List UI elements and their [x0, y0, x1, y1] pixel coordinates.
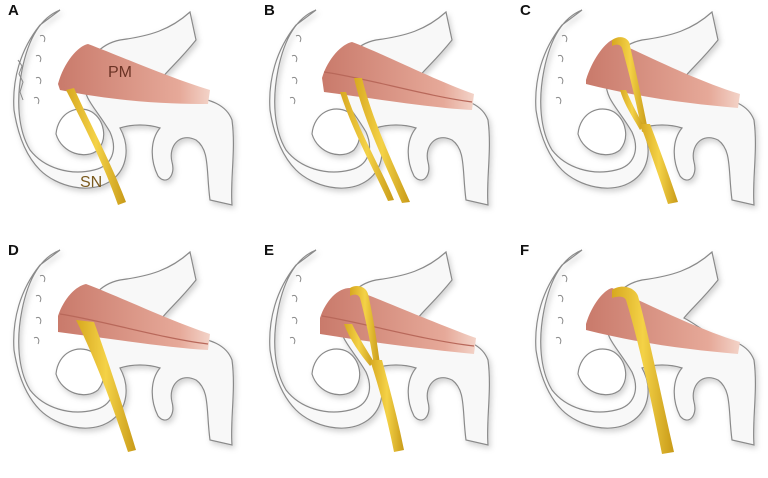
sciatic-nerve: [612, 286, 674, 454]
sacral-foramina: [17, 35, 46, 105]
pelvis-illustration-e: [269, 249, 490, 452]
bone-outline: [269, 249, 490, 446]
panel-label-a: A: [8, 2, 19, 19]
muscle-split-line: [323, 71, 473, 103]
muscle-label-pm: PM: [108, 64, 132, 81]
bone-outline: [535, 9, 756, 206]
sciatic-nerve-branch-through: [344, 324, 374, 366]
nerve-label-sn: SN: [80, 174, 103, 191]
piriformis-muscle: [586, 288, 740, 354]
sciatic-nerve-trunk: [370, 360, 404, 452]
pelvis-illustration-c: [535, 9, 756, 206]
piriformis-muscle: [58, 44, 210, 104]
sciatic-nerve-branch-through: [354, 78, 410, 203]
sciatic-nerve-branch-superior: [350, 286, 380, 366]
pelvis-illustration-a: [13, 9, 234, 206]
bone-outline: [13, 9, 234, 206]
panel-f: F: [512, 240, 768, 478]
panel-a: A PM SN: [0, 0, 256, 238]
pelvis-illustration-b: [269, 9, 490, 206]
panel-label-e: E: [264, 242, 275, 259]
pelvis-illustration-f: [535, 249, 756, 454]
pelvis-illustration-d: [13, 249, 234, 452]
sciatic-nerve-trunk: [640, 124, 678, 204]
panel-label-c: C: [520, 2, 531, 19]
sciatic-nerve: [66, 88, 126, 205]
sciatic-nerve-branch-inferior: [340, 92, 394, 201]
panel-label-d: D: [8, 242, 19, 259]
panel-d: D: [0, 240, 256, 478]
panel-c: C: [512, 0, 768, 238]
bone-outline: [13, 249, 234, 446]
sciatic-nerve-branch-through: [620, 90, 644, 130]
muscle-split-line: [59, 313, 209, 345]
panel-e: E: [256, 240, 512, 478]
panel-label-f: F: [520, 242, 530, 259]
panel-b: B: [256, 0, 512, 238]
sciatic-nerve-branch-superior: [612, 37, 648, 132]
muscle-split-line: [321, 315, 475, 347]
sciatic-nerve: [76, 320, 136, 452]
panel-label-b: B: [264, 2, 275, 19]
